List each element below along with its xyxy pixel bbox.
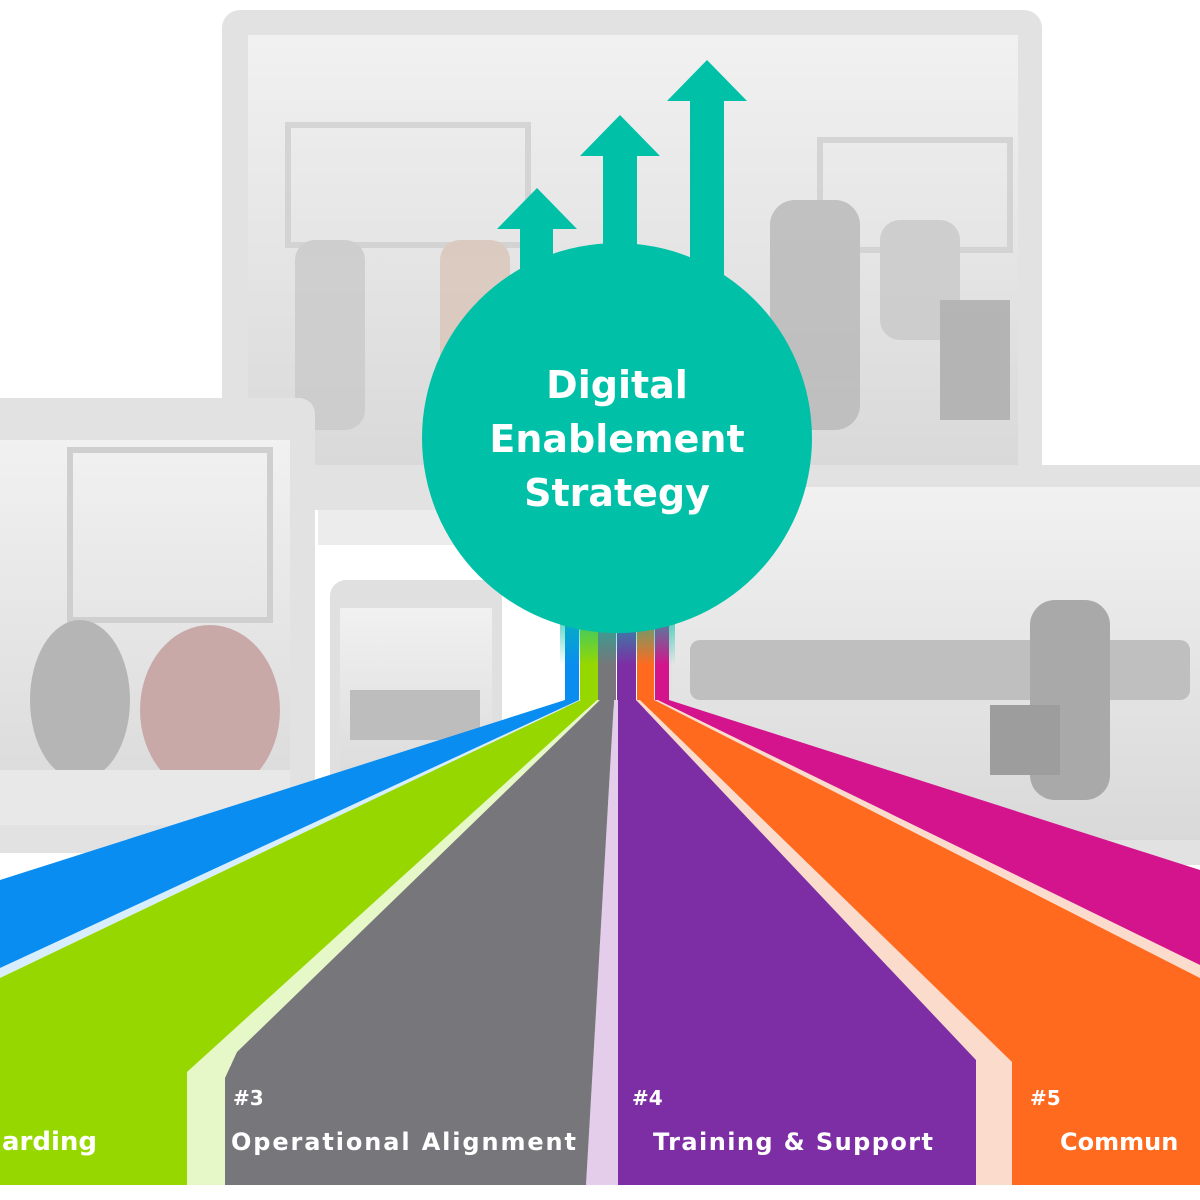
stream-purple [618,700,976,1185]
stream-magenta [658,700,1200,965]
pillar-5-label: Commun [1060,1128,1178,1156]
pillar-3-number: #3 [233,1086,264,1110]
center-title-line-2: Enablement [489,417,744,461]
stream-blue [0,700,579,968]
arrow-up-icon [497,188,577,300]
center-title-line-3: Strategy [524,471,710,515]
pillar-4-label: Training & Support [653,1128,933,1156]
stream-green [0,700,597,1185]
tablet-device [0,398,315,853]
center-circle [422,243,812,633]
pillar-2-label: arding [2,1127,97,1157]
stream-gray [225,700,614,1185]
pillar-4-number: #4 [632,1086,663,1110]
pillar-3-label: Operational Alignment [231,1128,576,1156]
arrow-up-icon [580,115,660,280]
pillar-5-number: #5 [1030,1086,1061,1110]
stream-orange [640,700,1200,1185]
center-title-line-1: Digital [546,363,688,407]
arrow-up-icon [667,60,747,290]
gap-gray-purple [586,700,618,1185]
